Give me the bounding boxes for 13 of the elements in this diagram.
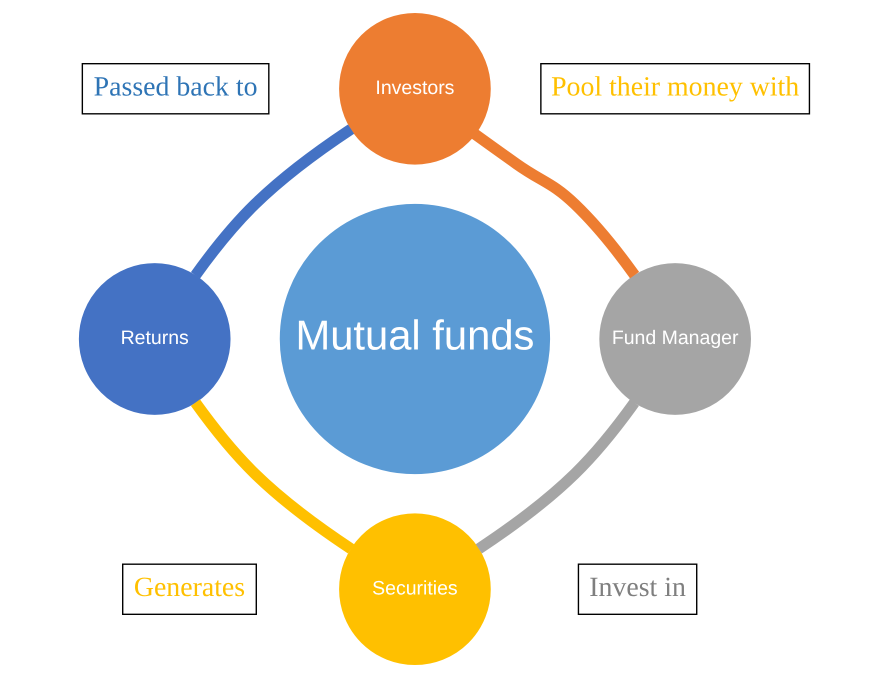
node-box: Generates: [122, 563, 256, 615]
node-box: Pool their money with: [540, 63, 810, 115]
connector: [190, 124, 354, 279]
connector: [475, 399, 638, 554]
connector: [471, 130, 639, 278]
connector: [190, 399, 354, 554]
node-circle: Returns: [78, 263, 230, 415]
node-circle: Investors: [338, 12, 490, 165]
node-box: Invest in: [577, 563, 697, 615]
node-circle: Fund Manager: [598, 263, 750, 415]
node-circle: Securities: [338, 513, 490, 666]
node-box: Passed back to: [81, 63, 269, 115]
node-circle: Mutual funds: [279, 204, 550, 474]
